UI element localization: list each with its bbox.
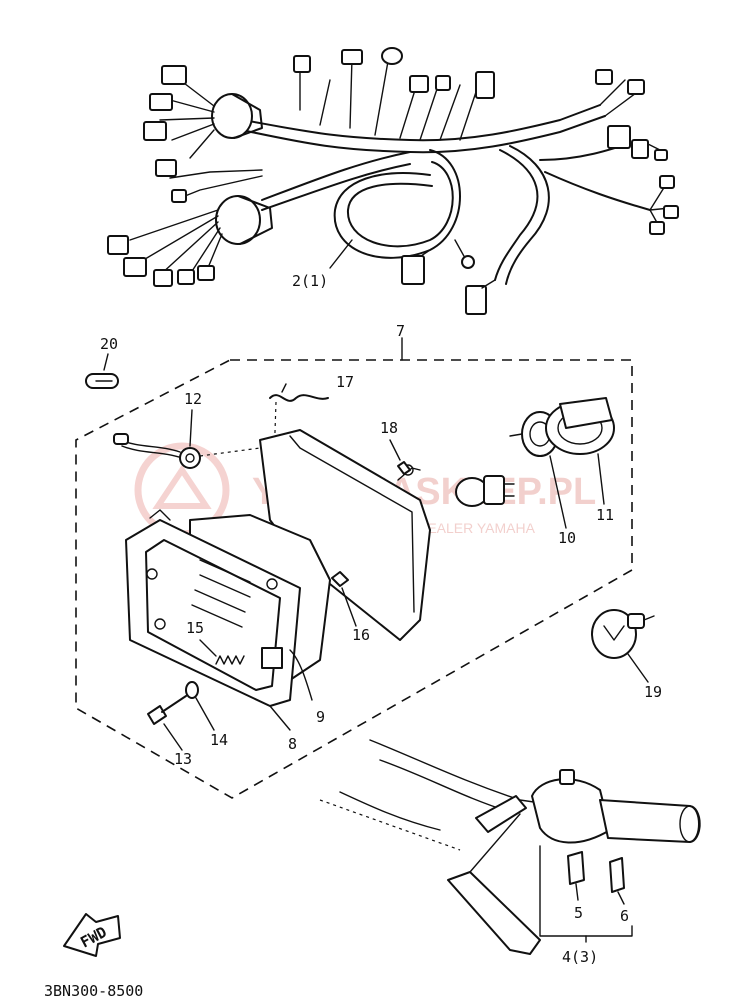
callout-screw-small: 18 bbox=[380, 419, 398, 437]
rim bbox=[289, 649, 313, 701]
socket-cover bbox=[545, 397, 615, 455]
callout-switch-screw-6: 6 bbox=[620, 907, 629, 925]
callout-bolt-13: 13 bbox=[174, 750, 192, 768]
headlight-unit bbox=[125, 509, 331, 707]
switch-screw-6 bbox=[609, 857, 625, 893]
part-number-code: 3BN300-8500 bbox=[44, 982, 143, 1000]
wire-harness bbox=[107, 47, 679, 315]
callout-bulb-socket-cord: 12 bbox=[184, 390, 202, 408]
bolt-13 bbox=[147, 695, 187, 725]
callout-bulb-small: 20 bbox=[100, 335, 118, 353]
callout-spring-clip: 17 bbox=[336, 373, 354, 391]
callout-wire-harness: 2(1) bbox=[292, 272, 328, 290]
watermark-logo-mark bbox=[152, 464, 212, 509]
callout-rim: 9 bbox=[316, 708, 325, 726]
callout-headlight-assembly: 7 bbox=[396, 322, 405, 340]
callout-bulb-19: 19 bbox=[644, 683, 662, 701]
screw-small bbox=[397, 461, 411, 475]
handlebar bbox=[319, 739, 701, 851]
callout-spring-15: 15 bbox=[186, 619, 204, 637]
callout-switch-screw-5: 5 bbox=[574, 904, 583, 922]
washer-14 bbox=[185, 681, 199, 699]
callout-nut-16: 16 bbox=[352, 626, 370, 644]
headlight-assembly-boundary bbox=[75, 359, 633, 799]
brake-lever bbox=[447, 795, 541, 955]
handlebar-switch bbox=[531, 769, 701, 844]
callout-washer-14: 14 bbox=[210, 731, 228, 749]
bulb-small bbox=[85, 373, 119, 389]
callout-handlebar-switch: 4(3) bbox=[562, 948, 598, 966]
callout-socket: 10 bbox=[558, 529, 576, 547]
bulb-socket-cord bbox=[113, 433, 261, 469]
callout-socket-cover: 11 bbox=[596, 506, 614, 524]
headlight-bulb bbox=[455, 475, 515, 507]
nut-16 bbox=[331, 571, 349, 587]
forward-arrow-icon: FWD bbox=[63, 913, 121, 957]
spring-15 bbox=[215, 655, 245, 665]
bulb-19 bbox=[591, 609, 655, 659]
switch-screw-5 bbox=[567, 851, 585, 885]
callout-headlight-unit: 8 bbox=[288, 735, 297, 753]
